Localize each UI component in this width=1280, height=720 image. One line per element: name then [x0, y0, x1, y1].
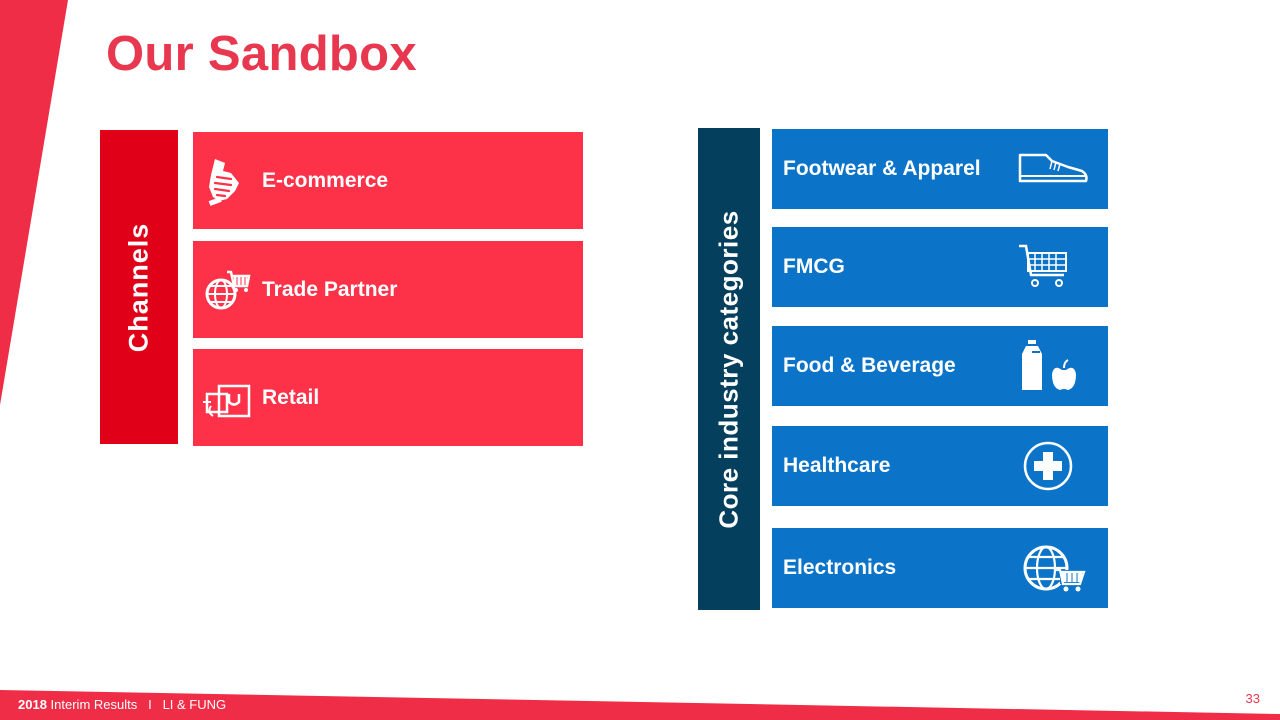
channel-label-ecommerce: E-commerce — [262, 168, 389, 192]
industry-fmcg: FMCG — [772, 227, 1108, 307]
channel-trade-partner: Trade Partner — [193, 241, 583, 338]
footer-band — [0, 690, 1280, 720]
page-number: 33 — [1245, 691, 1260, 706]
channels-heading: Channels — [123, 222, 154, 352]
globe-cart-icon — [205, 270, 251, 309]
industry-label-healthcare: Healthcare — [783, 454, 891, 477]
footer-label: Interim Results — [50, 697, 138, 712]
industry-label-electronics: Electronics — [783, 556, 897, 579]
industries-heading: Core industry categories — [713, 209, 744, 529]
globe-cart-icon — [1023, 545, 1086, 592]
footer-text: 2018 Interim Results I LI & FUNG — [18, 697, 226, 712]
page-title: Our Sandbox — [106, 27, 417, 81]
industry-label-fmcg: FMCG — [783, 255, 845, 278]
shopping-bag-icon — [203, 384, 251, 417]
industry-label-footwear: Footwear & Apparel — [783, 157, 981, 180]
industry-electronics: Electronics — [772, 528, 1108, 608]
channels-heading-bar: Channels — [100, 130, 178, 444]
channel-label-trade-partner: Trade Partner — [262, 277, 398, 301]
medical-cross-icon — [1023, 441, 1073, 491]
industry-food-beverage: Food & Beverage — [772, 326, 1108, 406]
footer-separator: I — [148, 697, 152, 712]
bottle-apple-icon — [1022, 340, 1076, 390]
handshake-icon — [208, 158, 239, 206]
channel-label-retail: Retail — [262, 385, 320, 409]
footer-company: LI & FUNG — [162, 697, 227, 712]
shopping-cart-icon — [1019, 244, 1067, 287]
industries-heading-bar: Core industry categories — [698, 128, 760, 610]
shoe-icon — [1018, 153, 1088, 183]
industry-label-food: Food & Beverage — [783, 354, 956, 377]
left-red-stripe — [0, 0, 68, 405]
footer-year: 2018 — [18, 697, 47, 712]
channel-ecommerce: E-commerce — [193, 132, 583, 229]
industry-healthcare: Healthcare — [772, 426, 1108, 506]
industry-footwear-apparel: Footwear & Apparel — [772, 129, 1108, 209]
channel-retail: Retail — [193, 349, 583, 446]
